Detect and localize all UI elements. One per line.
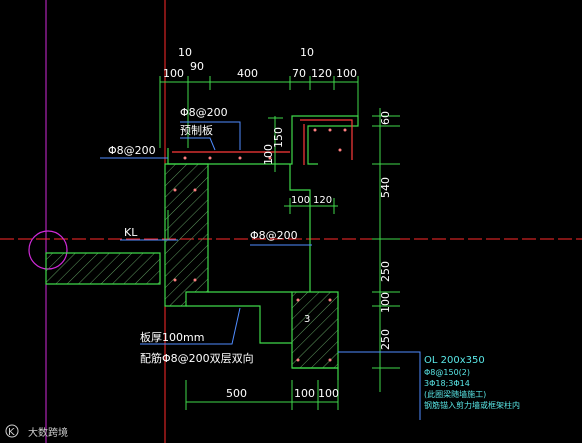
kl-beam-section bbox=[164, 163, 209, 307]
top-dimension-texts: 10 10 100 90 400 70 120 100 bbox=[163, 46, 357, 80]
dim-mid-120: 120 bbox=[313, 195, 332, 206]
leader-precast bbox=[180, 137, 216, 151]
upper-step-rebar bbox=[300, 119, 353, 160]
mid-bottom-dimension-texts: 100 120 500 100 100 bbox=[226, 195, 339, 400]
dim-top-offset-left: 10 bbox=[178, 46, 192, 59]
dim-top-100-left: 100 bbox=[163, 67, 184, 80]
dim-right-100: 100 bbox=[379, 292, 392, 313]
beam-note-title: OL 200x350 bbox=[424, 355, 485, 366]
slab-lower-outline bbox=[292, 367, 339, 380]
dim-top-120: 120 bbox=[311, 67, 332, 80]
dim-bottom-100-right: 100 bbox=[318, 387, 339, 400]
concrete-sections bbox=[45, 163, 339, 369]
stub-outline bbox=[289, 164, 311, 292]
label-slab-thickness: 板厚100mm bbox=[140, 330, 204, 344]
dim-right-150: 150 bbox=[272, 127, 285, 148]
label-precast-slab: 预制板 bbox=[180, 123, 213, 137]
dim-right-250-lower: 250 bbox=[379, 329, 392, 350]
label-rebar-top: Φ8@200 bbox=[180, 106, 228, 119]
right-dimension-texts: 60 150 540 250 100 250 100 bbox=[262, 111, 392, 350]
leader-slab-text bbox=[140, 307, 241, 345]
beam-note-line4: (此圈梁随墙施工) bbox=[424, 389, 486, 399]
watermark-logo-icon bbox=[5, 424, 19, 438]
ring-beam-section bbox=[291, 291, 339, 369]
dim-top-400: 400 bbox=[237, 67, 258, 80]
beam-note-line5: 钢筋锚入剪力墙或框架柱内 bbox=[424, 400, 520, 410]
dim-top-100-right: 100 bbox=[336, 67, 357, 80]
label-rebar-mid: Φ8@200 bbox=[250, 229, 298, 242]
rebar-dots bbox=[173, 128, 347, 362]
rebar-group bbox=[172, 119, 353, 165]
dim-bottom-500: 500 bbox=[226, 387, 247, 400]
label-hatch-mark: 3 bbox=[304, 314, 310, 325]
watermark-logo: K bbox=[8, 427, 15, 438]
left-beam-section bbox=[45, 252, 161, 285]
dim-left-step-100: 100 bbox=[262, 144, 275, 165]
dimension-lines bbox=[159, 76, 400, 410]
dim-top-offset-right: 10 bbox=[300, 46, 314, 59]
annotation-labels: Φ8@200 预制板 Φ8@200 KL Φ8@200 板厚100mm 配筋Φ8… bbox=[108, 106, 310, 365]
dim-right-540: 540 bbox=[379, 177, 392, 198]
label-slab-rebar: 配筋Φ8@200双层双向 bbox=[140, 351, 254, 365]
dim-right-60: 60 bbox=[379, 111, 392, 125]
watermark: K 大数跨境 bbox=[5, 424, 68, 439]
dim-mid-100: 100 bbox=[291, 195, 310, 206]
label-rebar-left: Φ8@200 bbox=[108, 144, 156, 157]
leader-lines bbox=[100, 121, 421, 420]
dim-right-250-upper: 250 bbox=[379, 261, 392, 282]
dim-top-90: 90 bbox=[190, 60, 204, 73]
label-beam-kl: KL bbox=[124, 226, 138, 239]
dim-bottom-100-left: 100 bbox=[294, 387, 315, 400]
beam-note-stirrup: Φ8@150(2) bbox=[424, 368, 470, 377]
stepped-slab-outline bbox=[186, 291, 292, 344]
watermark-text: 大数跨境 bbox=[28, 426, 68, 439]
leader-rebar-top bbox=[180, 121, 241, 150]
dim-top-70: 70 bbox=[292, 67, 306, 80]
leader-beam-note bbox=[338, 351, 421, 420]
beam-note: OL 200x350 Φ8@150(2) 3Φ18;3Φ14 (此圈梁随墙施工)… bbox=[424, 355, 520, 410]
beam-note-main-bars: 3Φ18;3Φ14 bbox=[424, 379, 470, 388]
